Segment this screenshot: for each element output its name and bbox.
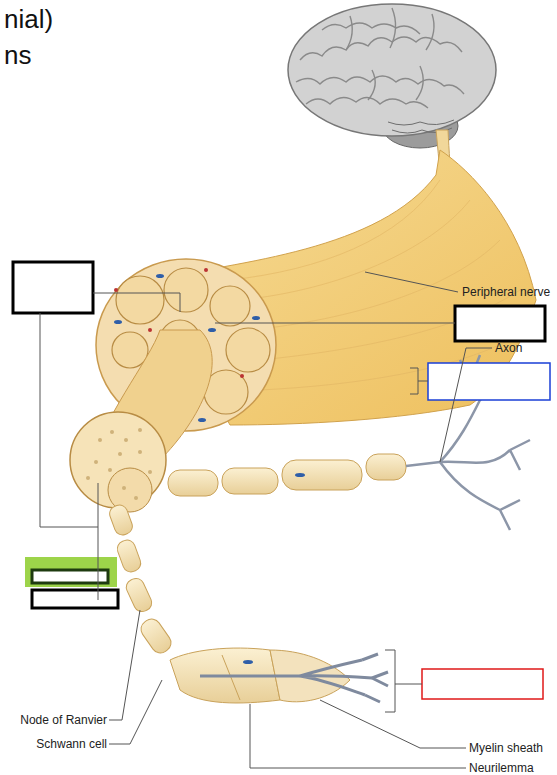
brain: [288, 4, 496, 136]
nerve-cross-section: [208, 328, 216, 332]
blank-label-box: [13, 262, 93, 313]
nerve-cross-section: [204, 268, 208, 272]
fascicle: [86, 476, 90, 480]
brain: [388, 120, 454, 125]
axon: [295, 473, 305, 477]
leader-line: [410, 368, 428, 394]
myelinated-axon: [107, 503, 134, 537]
myelinated-axon: [107, 503, 388, 703]
leader-line: [109, 680, 162, 744]
fascicle: [148, 470, 152, 474]
part-label: Neurilemma: [469, 761, 534, 775]
nerve-cross-section: [252, 316, 260, 320]
nerve-cross-section: [148, 328, 152, 332]
brain: [306, 97, 428, 108]
leader-line: [385, 650, 422, 712]
part-label: Myelin sheath: [469, 741, 543, 755]
axon: [440, 462, 520, 530]
leader-line: [440, 348, 492, 462]
leader-line: [93, 293, 180, 312]
axon: [282, 460, 362, 490]
peripheral-nerve: [230, 180, 440, 280]
fascicle: [118, 452, 122, 456]
brain: [322, 23, 420, 34]
axon: [222, 468, 278, 494]
fascicle: [86, 428, 152, 500]
title-fragment: ns: [4, 40, 31, 70]
blank-label-box: [32, 570, 108, 583]
blank-label-box: [455, 306, 545, 341]
nerve-cross-section: [114, 288, 118, 292]
nerve-cross-section: [156, 274, 164, 278]
nerve-cross-section: [116, 276, 164, 324]
leader-line: [40, 313, 98, 527]
leader-line: [109, 610, 140, 720]
nerve-cross-section: [226, 328, 270, 372]
leader-line: [320, 700, 466, 748]
blank-label-box: [25, 557, 117, 587]
leader-line: [98, 483, 99, 600]
nerve-cross-section: [210, 286, 250, 326]
axon: [406, 462, 440, 466]
fascicle: [94, 460, 98, 464]
myelinated-axon: [107, 503, 174, 657]
myelinated-axon: [243, 660, 253, 664]
brain: [288, 4, 496, 148]
blank-label-box: [32, 590, 118, 608]
nerve-cross-section: [114, 320, 122, 324]
fascicle: [98, 438, 102, 442]
brain: [300, 37, 462, 60]
myelinated-axon: [124, 576, 155, 614]
myelinated-axon: [115, 538, 143, 574]
fascicle: [138, 450, 142, 454]
part-label: Schwann cell: [36, 737, 107, 751]
part-label: Node of Ranvier: [20, 713, 107, 727]
myelinated-axon: [137, 616, 174, 657]
myelinated-axon: [300, 660, 372, 695]
myelinated-axon: [200, 675, 300, 678]
brain: [346, 8, 434, 100]
part-label: Peripheral nerve: [462, 285, 550, 299]
nerve-cross-section: [164, 268, 208, 312]
part-label: Axon: [495, 341, 522, 355]
blank-label-box: [13, 262, 550, 699]
fascicle: [124, 438, 128, 442]
leader-line: [40, 272, 492, 768]
blank-label-box: [422, 669, 543, 699]
leader-line: [215, 323, 455, 324]
myelinated-axon: [362, 654, 388, 702]
fascicle: [108, 468, 152, 512]
blank-label-box: [428, 363, 550, 400]
axon: [440, 440, 530, 470]
fascicle: [134, 496, 138, 500]
myelinated-axon: [200, 654, 388, 702]
brain: [296, 76, 464, 94]
title-fragment: nial): [4, 4, 53, 34]
nerve-cross-section: [240, 374, 244, 378]
fascicle: [138, 428, 142, 432]
leader-line: [365, 272, 458, 292]
peripheral-nerve: [240, 200, 470, 300]
axon: [366, 454, 406, 480]
fascicle: [122, 486, 126, 490]
axon: [168, 470, 218, 496]
fascicle: [108, 468, 112, 472]
nerve-cross-section: [198, 418, 206, 422]
leader-line: [250, 704, 466, 768]
fascicle: [110, 430, 114, 434]
brain: [296, 8, 464, 108]
